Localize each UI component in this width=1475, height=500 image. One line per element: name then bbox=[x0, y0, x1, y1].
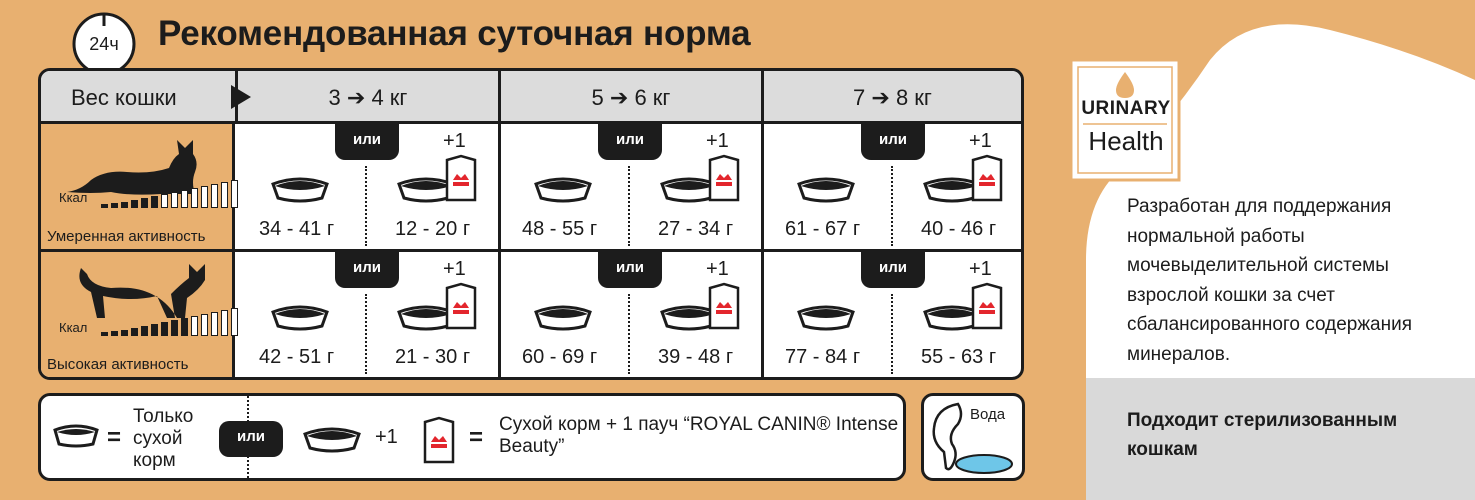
badge-line-2: Health bbox=[1088, 126, 1164, 156]
dry-dose-value: 60 - 69 г bbox=[522, 346, 598, 368]
dose-cell: или +1 61 - 67 г 40 - 46 г bbox=[761, 124, 1021, 249]
bowl-icon bbox=[271, 177, 329, 203]
plus-one-label: +1 bbox=[706, 258, 729, 280]
pouch-icon bbox=[971, 154, 1003, 202]
dose-cell: или +1 48 - 55 г 27 - 34 г bbox=[498, 124, 761, 249]
or-badge: или bbox=[219, 421, 283, 457]
dry-only-label: Только сухой корм bbox=[133, 406, 194, 471]
plus-one-label: +1 bbox=[443, 258, 466, 280]
column-divider bbox=[761, 124, 764, 377]
bowl-icon bbox=[923, 177, 981, 203]
dotted-divider bbox=[891, 294, 893, 374]
legend-box: = Только сухой корм или +1 = Сухой корм … bbox=[38, 393, 906, 481]
or-badge: или bbox=[335, 124, 399, 160]
weight-column-3: 7 ➔ 8 кг bbox=[761, 71, 1021, 124]
sitting-cat-icon bbox=[67, 140, 197, 195]
badge-line-1: URINARY bbox=[1081, 98, 1171, 119]
dose-cell: или +1 77 - 84 г 55 - 63 г bbox=[761, 252, 1021, 377]
mixed-dose-value: 39 - 48 г bbox=[658, 346, 734, 368]
pouch-icon bbox=[445, 154, 477, 202]
urinary-health-badge bbox=[1069, 58, 1181, 182]
bowl-icon bbox=[660, 177, 718, 203]
plus-one-label: +1 bbox=[969, 258, 992, 280]
plus-one-label: +1 bbox=[706, 130, 729, 152]
bowl-icon bbox=[534, 177, 592, 203]
bowl-icon bbox=[303, 427, 361, 453]
dotted-divider bbox=[891, 166, 893, 246]
dry-dose-value: 61 - 67 г bbox=[785, 218, 861, 240]
weight-label: Вес кошки bbox=[71, 85, 177, 110]
plus-one-label: +1 bbox=[969, 130, 992, 152]
dose-cell: или +1 34 - 41 г 12 - 20 г bbox=[235, 124, 498, 249]
or-badge: или bbox=[861, 124, 925, 160]
kcal-label: Ккал bbox=[59, 320, 88, 335]
or-badge: или bbox=[861, 252, 925, 288]
bowl-icon bbox=[797, 305, 855, 331]
dose-cell: или +1 60 - 69 г 39 - 48 г bbox=[498, 252, 761, 377]
weight-column-2: 5 ➔ 6 кг bbox=[498, 71, 761, 124]
pouch-icon bbox=[445, 282, 477, 330]
mixed-dose-value: 12 - 20 г bbox=[395, 218, 471, 240]
weight-column-1: 3 ➔ 4 кг bbox=[235, 71, 498, 124]
pouch-icon bbox=[423, 416, 455, 464]
mixed-dose-value: 55 - 63 г bbox=[921, 346, 997, 368]
clock-icon bbox=[72, 12, 136, 68]
plus-one-label: +1 bbox=[443, 130, 466, 152]
moderate-activity-cell: Ккал Умеренная активность bbox=[41, 124, 238, 252]
page-title: Рекомендованная суточная норма bbox=[158, 14, 751, 53]
pouch-icon bbox=[708, 282, 740, 330]
water-box: Вода bbox=[921, 393, 1025, 481]
equals-sign: = bbox=[469, 424, 484, 451]
mixed-feeding-label: Сухой корм + 1 пауч “ROYAL CANIN® Intens… bbox=[499, 414, 899, 457]
activity-label: Высокая активность bbox=[47, 356, 189, 373]
mixed-dose-value: 40 - 46 г bbox=[921, 218, 997, 240]
kcal-label: Ккал bbox=[59, 190, 88, 205]
dry-dose-value: 34 - 41 г bbox=[259, 218, 335, 240]
bowl-icon bbox=[797, 177, 855, 203]
plus-one-label: +1 bbox=[375, 426, 398, 448]
mixed-dose-value: 21 - 30 г bbox=[395, 346, 471, 368]
dry-dose-value: 42 - 51 г bbox=[259, 346, 335, 368]
or-badge: или bbox=[598, 124, 662, 160]
info-panel-background bbox=[1086, 24, 1475, 500]
or-badge: или bbox=[598, 252, 662, 288]
dotted-divider bbox=[365, 166, 367, 246]
water-bowl-icon bbox=[932, 402, 1013, 474]
weight-header-row: Вес кошки 3 ➔ 4 кг 5 ➔ 6 кг 7 ➔ 8 кг bbox=[41, 71, 1021, 124]
bowl-icon bbox=[923, 305, 981, 331]
row-divider bbox=[41, 249, 1021, 252]
walking-cat-icon bbox=[79, 264, 205, 318]
bowl-icon bbox=[534, 305, 592, 331]
kcal-scale-moderate bbox=[101, 180, 238, 208]
clock-label: 24ч bbox=[89, 34, 119, 54]
high-activity-cell: Ккал Высокая активность bbox=[41, 252, 238, 377]
kcal-scale-high bbox=[101, 308, 238, 336]
dose-cell: или +1 42 - 51 г 21 - 30 г bbox=[235, 252, 498, 377]
bowl-icon bbox=[53, 424, 99, 448]
equals-sign: = bbox=[107, 424, 122, 451]
mixed-dose-value: 27 - 34 г bbox=[658, 218, 734, 240]
activity-label: Умеренная активность bbox=[47, 228, 206, 245]
dotted-divider bbox=[628, 294, 630, 374]
sterilized-note: Подходит стерилизованным кошкам bbox=[1127, 410, 1398, 460]
column-divider bbox=[498, 124, 501, 377]
water-label: Вода bbox=[970, 406, 1006, 423]
product-description: Разработан для поддержания нормальной ра… bbox=[1127, 196, 1413, 365]
pouch-icon bbox=[708, 154, 740, 202]
dotted-divider bbox=[628, 166, 630, 246]
bowl-icon bbox=[271, 305, 329, 331]
dotted-divider bbox=[365, 294, 367, 374]
dry-dose-value: 48 - 55 г bbox=[522, 218, 598, 240]
or-badge: или bbox=[335, 252, 399, 288]
dry-dose-value: 77 - 84 г bbox=[785, 346, 861, 368]
pouch-icon bbox=[971, 282, 1003, 330]
feeding-table: Вес кошки 3 ➔ 4 кг 5 ➔ 6 кг 7 ➔ 8 кг Кка… bbox=[38, 68, 1024, 380]
